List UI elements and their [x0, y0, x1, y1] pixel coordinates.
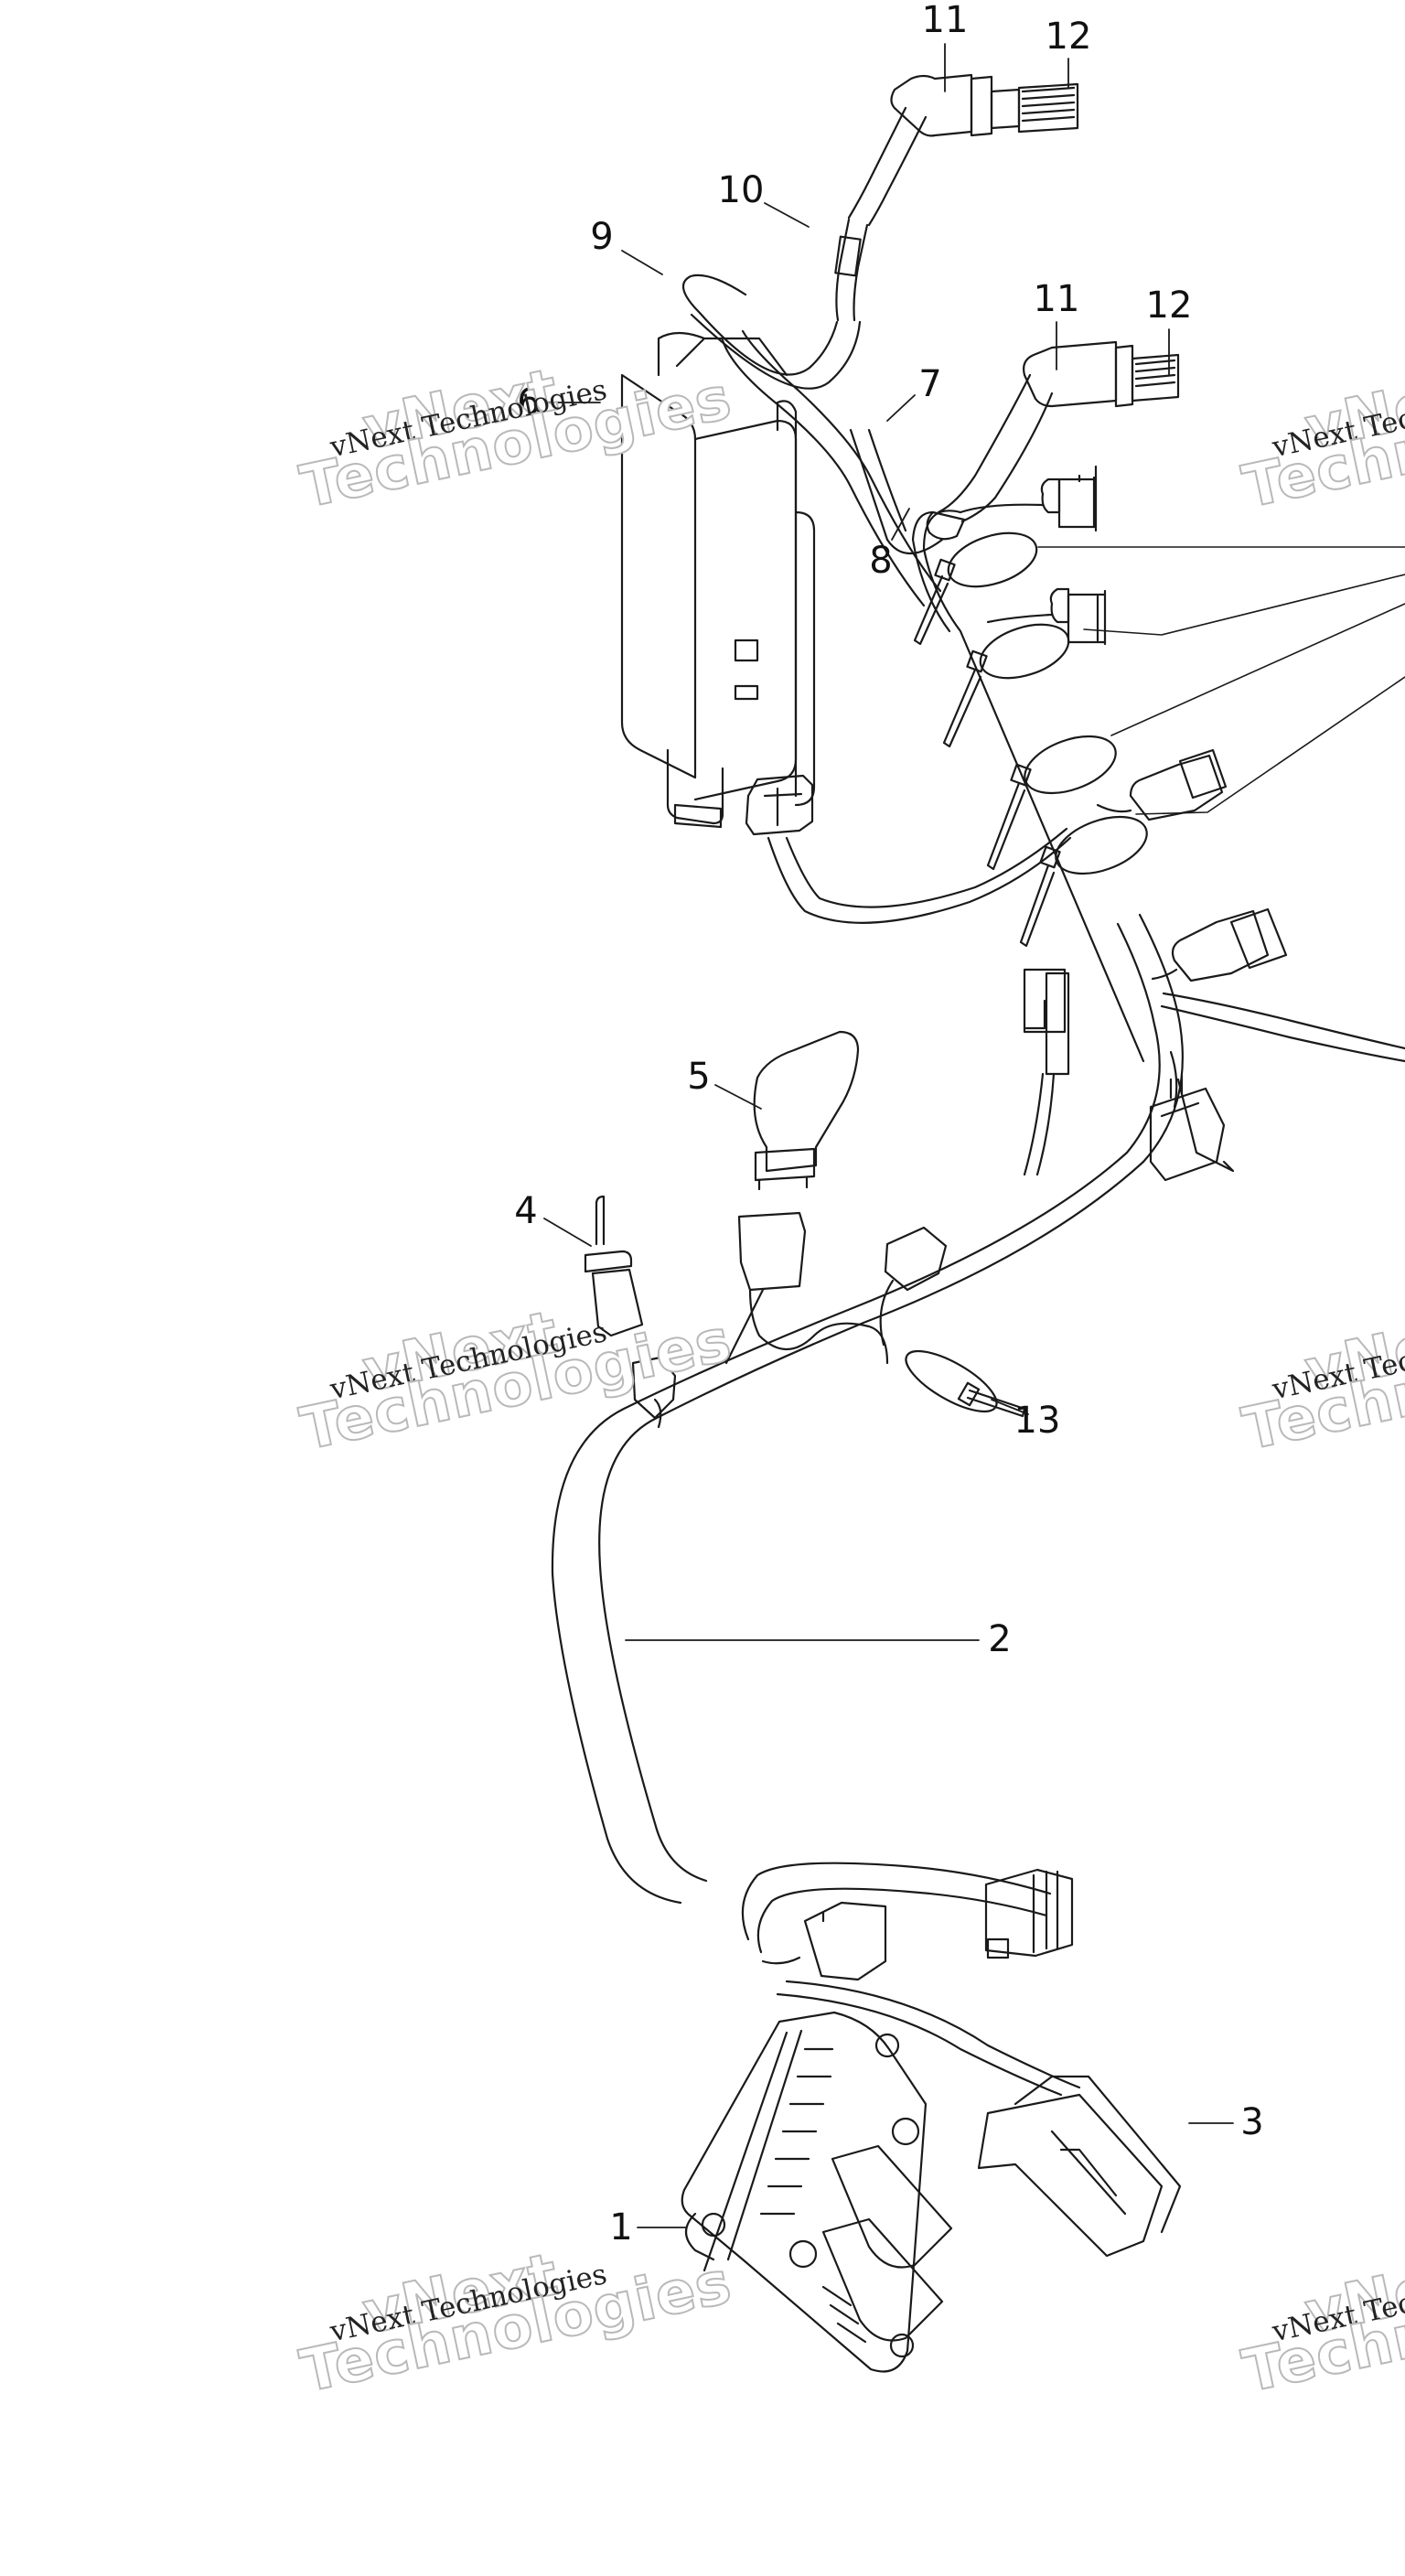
callout-1: 1 — [609, 2206, 633, 2249]
harness-upper-branch — [911, 465, 1145, 1063]
connector-right-2 — [1151, 907, 1405, 1063]
callout-11-upper: 11 — [921, 0, 969, 41]
connector-left-branch — [745, 774, 1072, 924]
connector-mid — [879, 1226, 948, 1347]
sensor-boot-upper — [847, 73, 1079, 227]
cable-tie-13 — [905, 1349, 1026, 1418]
sensor-boot-lower — [849, 340, 1180, 554]
callout-5: 5 — [687, 1056, 711, 1098]
leader-lines — [542, 43, 1234, 2228]
callout-7: 7 — [918, 363, 942, 405]
callout-3: 3 — [1240, 2101, 1264, 2143]
callout-13: 13 — [1014, 1400, 1061, 1442]
connector-right-3 — [1149, 1050, 1226, 1182]
callout-6: 6 — [517, 381, 541, 424]
callout-12-upper: 12 — [1045, 16, 1092, 58]
callout-9: 9 — [590, 216, 614, 258]
callout-2: 2 — [988, 1618, 1012, 1660]
harness-trunk — [551, 913, 1235, 1905]
ecu-bracket — [681, 2011, 953, 2373]
connector-right-1 — [1096, 748, 1228, 821]
sensor-5-connector — [724, 1030, 889, 1365]
sensor-4 — [584, 1195, 677, 1429]
ignition-lead-upper — [681, 218, 942, 607]
connector-bottom-branch — [741, 1862, 1081, 2097]
connector-vertical — [1023, 968, 1070, 1176]
callout-11-lower: 11 — [1033, 278, 1080, 320]
callout-12-lower: 12 — [1145, 284, 1193, 327]
leader-lines-ties — [1037, 546, 1405, 815]
callout-10: 10 — [717, 169, 765, 211]
cable-ties — [913, 531, 1148, 948]
callout-4: 4 — [514, 1190, 538, 1232]
ignition-coil — [620, 331, 816, 829]
ecu-connector-3 — [977, 2075, 1182, 2258]
callout-8: 8 — [869, 540, 893, 582]
